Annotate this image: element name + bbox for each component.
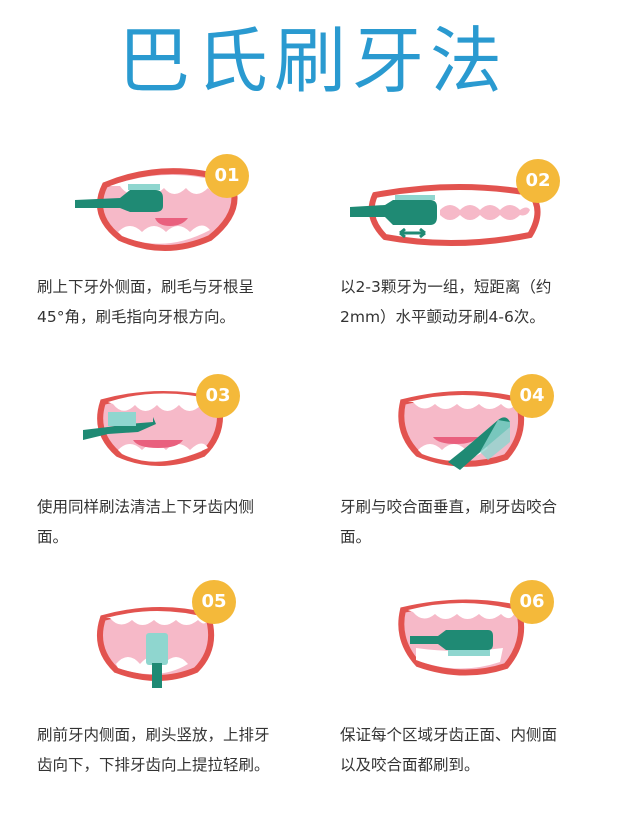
step-01-illustration: 01 — [70, 150, 260, 260]
step-02-illustration: 02 — [345, 155, 570, 255]
toothbrush-icon — [350, 200, 437, 225]
step-badge: 01 — [205, 154, 249, 198]
step-06-description: 保证每个区域牙齿正面、内侧面 以及咬合面都刷到。 — [340, 726, 558, 774]
toothbrush-icon — [146, 633, 168, 665]
step-badge: 03 — [196, 374, 240, 418]
step-badge: 04 — [510, 374, 554, 418]
step-01-description: 刷上下牙外侧面，刷毛与牙根呈 45°角，刷毛指向牙根方向。 — [37, 278, 255, 326]
step-05-illustration: 05 — [88, 578, 248, 688]
step-badge: 06 — [510, 580, 554, 624]
step-05-description: 刷前牙内侧面，刷头竖放，上排牙 齿向下，下排牙齿向上提拉轻刷。 — [37, 726, 270, 774]
toothbrush-icon — [410, 630, 493, 650]
step-03-description: 使用同样刷法清洁上下牙齿内侧 面。 — [37, 498, 255, 546]
toothbrush-icon — [75, 190, 163, 212]
step-03-illustration: 03 — [78, 372, 248, 477]
step-02-description: 以2-3颗牙为一组，短距离（约 2mm）水平颤动牙刷4-6次。 — [340, 278, 552, 326]
step-04-illustration: 04 — [388, 372, 558, 477]
step-badge: 02 — [516, 159, 560, 203]
horizontal-arrow-icon — [399, 227, 426, 239]
toothbrush-icon — [83, 417, 156, 440]
step-badge: 05 — [192, 580, 236, 624]
step-06-illustration: 06 — [388, 578, 558, 688]
page-title: 巴氏刷牙法 — [117, 19, 508, 103]
step-04-description: 牙刷与咬合面垂直，刷牙齿咬合 面。 — [340, 498, 558, 546]
